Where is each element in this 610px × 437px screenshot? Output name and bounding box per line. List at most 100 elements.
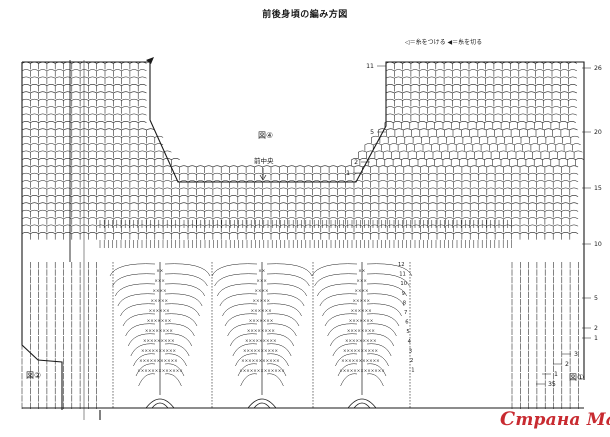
filet-mesh-cell <box>21 128 31 136</box>
filet-mesh-cell <box>435 84 445 92</box>
filet-mesh-cell <box>410 98 420 107</box>
filet-mesh-cell <box>424 150 434 159</box>
filet-mesh-cell <box>538 143 548 151</box>
filet-mesh-cell <box>312 217 321 225</box>
filet-mesh-cell <box>402 113 412 122</box>
filet-mesh-cell <box>568 113 578 122</box>
filet-mesh-cell <box>402 69 412 77</box>
fan-arch <box>266 293 305 307</box>
filet-mesh-cell <box>353 232 363 240</box>
filet-mesh-cell <box>46 172 56 181</box>
filet-mesh-cell <box>386 209 396 218</box>
filet-mesh-cell <box>220 202 230 210</box>
fan-arch <box>164 353 187 367</box>
filet-mesh-cell <box>121 91 131 99</box>
filet-mesh-cell <box>262 165 272 173</box>
filet-mesh-cell <box>428 217 438 225</box>
filet-mesh-cell <box>154 143 164 151</box>
filet-mesh-cell <box>320 232 330 240</box>
filet-mesh-cell <box>113 180 122 188</box>
filet-mesh-cell <box>46 98 56 107</box>
single-crochet-mark: × <box>152 288 156 293</box>
filet-mesh-cell <box>204 232 214 240</box>
filet-mesh-cell <box>485 69 495 77</box>
filet-mesh-cell <box>63 180 72 188</box>
filet-mesh-cell <box>489 143 498 151</box>
fan-arch <box>211 263 258 277</box>
filet-mesh-cell <box>493 106 503 114</box>
filet-mesh-cell <box>146 158 155 166</box>
filet-mesh-cell <box>562 135 571 144</box>
single-crochet-mark: × <box>159 308 163 313</box>
filet-mesh-cell <box>38 143 48 151</box>
filet-mesh-cell <box>452 84 461 92</box>
filet-mesh-cell <box>470 135 480 144</box>
filet-mesh-cell <box>71 158 81 166</box>
filet-mesh-cell <box>229 187 238 196</box>
filet-mesh-cell <box>21 69 31 77</box>
single-crochet-mark: × <box>155 328 159 333</box>
filet-mesh-cell <box>435 76 445 85</box>
filet-mesh-cell <box>435 106 445 114</box>
fan-arch <box>366 363 387 377</box>
filet-mesh-cell <box>46 165 56 173</box>
filet-mesh-cell <box>129 76 139 85</box>
fan-arch <box>232 343 258 357</box>
filet-mesh-cell <box>410 91 420 99</box>
filet-mesh-cell <box>544 180 554 188</box>
single-crochet-mark: × <box>358 268 362 273</box>
filet-mesh-cell <box>469 209 479 218</box>
filet-mesh-cell <box>402 84 412 92</box>
single-crochet-mark: × <box>157 338 161 343</box>
filet-mesh-cell <box>460 98 470 107</box>
filet-mesh-cell <box>475 121 485 129</box>
filet-mesh-cell <box>542 158 551 166</box>
filet-mesh-cell <box>378 217 388 225</box>
single-crochet-mark: × <box>167 358 171 363</box>
filet-mesh-cell <box>129 172 139 181</box>
filet-mesh-cell <box>353 172 363 181</box>
filet-mesh-cell <box>312 224 321 233</box>
filet-mesh-cell <box>519 209 529 218</box>
filet-mesh-cell <box>526 91 536 99</box>
single-crochet-mark: × <box>375 348 379 353</box>
filet-mesh-cell <box>427 98 436 107</box>
filet-mesh-cell <box>478 217 487 225</box>
filet-mesh-cell <box>121 202 131 210</box>
right-row-number: 10 <box>594 241 602 248</box>
filet-mesh-cell <box>121 195 131 203</box>
filet-mesh-cell <box>229 172 238 181</box>
filet-mesh-cell <box>229 232 238 240</box>
filet-mesh-cell <box>146 217 155 225</box>
single-crochet-mark: × <box>273 338 277 343</box>
filet-mesh-cell <box>46 195 56 203</box>
filet-mesh-cell <box>104 150 114 159</box>
filet-mesh-cell <box>71 195 81 203</box>
filet-mesh-cell <box>196 165 205 173</box>
filet-mesh-cell <box>518 69 528 77</box>
filet-mesh-cell <box>270 187 280 196</box>
filet-mesh-cell <box>385 113 395 122</box>
single-crochet-mark: × <box>266 318 270 323</box>
filet-mesh-cell <box>129 135 139 144</box>
filet-mesh-cell <box>46 69 56 77</box>
pineapple-row-number: 3 <box>409 348 412 354</box>
filet-mesh-cell <box>412 135 422 144</box>
filet-mesh-cell <box>545 135 555 144</box>
filet-mesh-cell <box>46 91 56 99</box>
single-crochet-mark: × <box>257 368 261 373</box>
filet-mesh-cell <box>401 158 410 166</box>
fan-arch <box>332 343 358 357</box>
filet-mesh-cell <box>406 143 415 151</box>
filet-mesh-cell <box>445 217 454 225</box>
filet-mesh-cell <box>121 217 131 225</box>
filet-mesh-cell <box>494 128 503 136</box>
single-crochet-mark: × <box>151 368 155 373</box>
filet-mesh-cell <box>547 143 556 151</box>
filet-mesh-cell <box>570 135 580 144</box>
filet-mesh-cell <box>461 224 471 233</box>
fan-arch <box>240 373 258 387</box>
single-crochet-mark: × <box>368 348 372 353</box>
filet-mesh-cell <box>113 128 122 136</box>
pineapple-row-number: 9 <box>402 291 405 297</box>
